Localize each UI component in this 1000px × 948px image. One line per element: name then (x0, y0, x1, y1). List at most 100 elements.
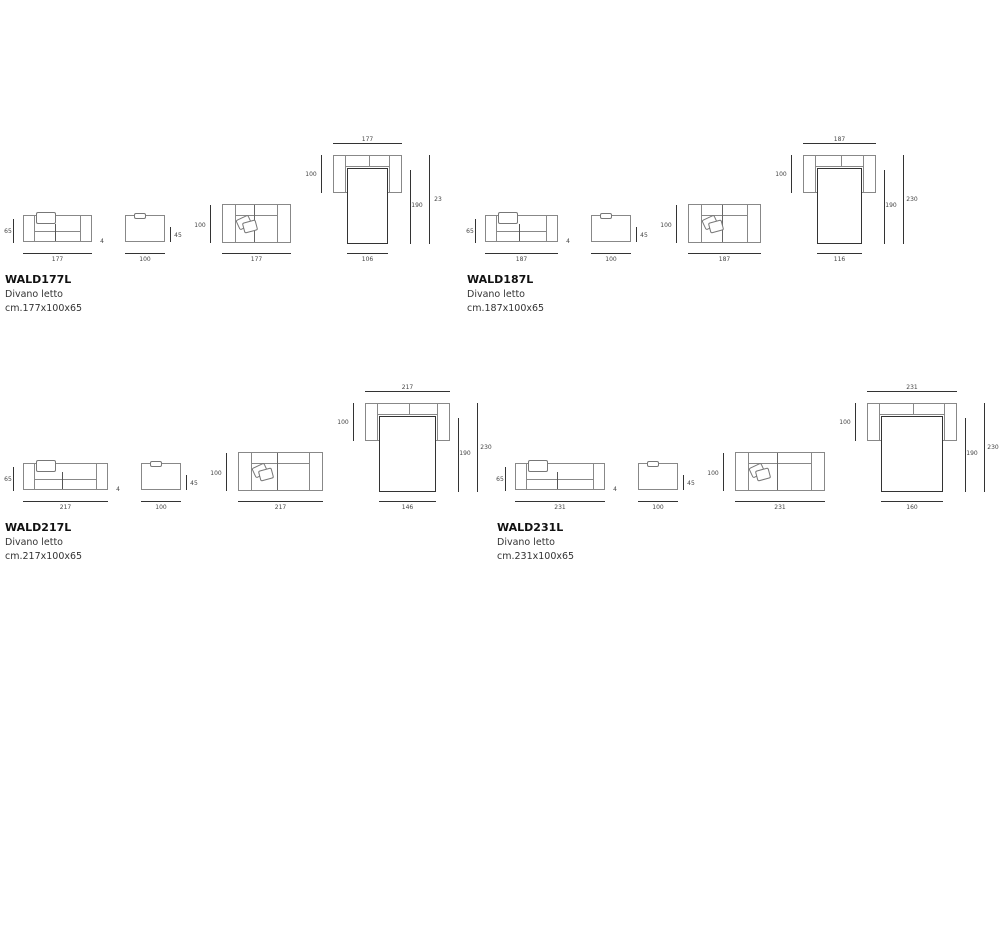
bed-width-label: 231 (906, 384, 918, 391)
seat-line (34, 479, 97, 480)
side-depth-label: 100 (652, 504, 664, 511)
open-length-label: 230 (480, 444, 492, 451)
bed-depth-label: 100 (839, 419, 851, 426)
armrest-left (377, 404, 378, 440)
width-dim-line (222, 253, 291, 254)
armrest-right (309, 453, 310, 490)
product-type: Divano letto (497, 537, 555, 548)
pillow-icon (36, 212, 56, 224)
open-length-label: 230 (987, 444, 999, 451)
width-dim-line (688, 253, 761, 254)
mattress-width-label: 116 (833, 256, 846, 263)
pillow-icon (754, 467, 772, 482)
top-depth-label: 100 (194, 222, 206, 229)
seat-height-label: 45 (174, 232, 182, 239)
pillow-icon (647, 461, 659, 467)
back-line (345, 166, 390, 167)
width-dim-line (735, 501, 825, 502)
bed-length-dim-line (965, 418, 966, 492)
mattress-width-label: 106 (361, 256, 374, 263)
top-depth-label: 100 (210, 470, 222, 477)
open-length-label: 230 (906, 196, 918, 203)
armrest-left (701, 205, 702, 242)
armrest-left (748, 453, 749, 490)
armrest-right (811, 453, 812, 490)
width-dim-line (515, 501, 605, 502)
mattress-dim-line (379, 501, 436, 502)
seat-height-label: 45 (190, 480, 198, 487)
top-width-label: 231 (774, 504, 786, 511)
top-width-label: 177 (250, 256, 263, 263)
side-depth-label: 100 (155, 504, 167, 511)
bed-width-dim-line (365, 391, 450, 392)
top-depth-label: 100 (660, 222, 672, 229)
bed-depth-dim-line (791, 155, 792, 193)
depth-dim-line (226, 453, 227, 491)
seat-line (496, 231, 547, 232)
armrest-left (34, 464, 35, 489)
open-length-dim-line (429, 155, 430, 244)
depth-dim-line (591, 253, 631, 254)
feet-label: 4 (116, 486, 120, 493)
height-dim-line (13, 219, 14, 243)
mattress-drawing (817, 168, 862, 244)
height-label: 65 (4, 476, 12, 483)
top-view-drawing (222, 204, 291, 243)
bed-depth-label: 100 (337, 419, 349, 426)
cushion-divider (62, 472, 63, 489)
mattress-dim-line (347, 253, 388, 254)
bed-length-label: 190 (966, 450, 978, 457)
depth-dim-line (210, 205, 211, 243)
center-divider (841, 156, 842, 166)
side-view-drawing (141, 461, 181, 490)
armrest-right (546, 216, 547, 241)
depth-dim-line (676, 205, 677, 243)
product-code: WALD231L (497, 521, 564, 534)
product-dimensions: cm.217x100x65 (5, 551, 83, 562)
top-view-drawing (238, 452, 323, 491)
bed-depth-label: 100 (305, 171, 317, 178)
seat-dim-line (636, 227, 637, 242)
width-label: 187 (515, 256, 528, 263)
height-label: 65 (4, 228, 12, 235)
product-type: Divano letto (5, 289, 63, 300)
width-label: 231 (554, 504, 566, 511)
pillow-icon (241, 219, 259, 234)
armrest-left (345, 156, 346, 192)
back-line (701, 215, 748, 216)
armrest-left (251, 453, 252, 490)
front-view-drawing (23, 212, 92, 242)
product-code: WALD187L (467, 273, 534, 286)
feet-label: 4 (566, 238, 570, 245)
back-line (251, 463, 310, 464)
armrest-right (944, 404, 945, 440)
feet-label: 4 (100, 238, 104, 245)
armrest-left (526, 464, 527, 489)
product-type: Divano letto (467, 289, 525, 300)
width-dim-line (238, 501, 323, 502)
top-depth-label: 100 (707, 470, 719, 477)
back-line (879, 414, 945, 415)
product-dimensions: cm.187x100x65 (467, 303, 545, 314)
pillow-icon (150, 461, 162, 467)
width-dim-line (23, 253, 92, 254)
height-dim-line (475, 219, 476, 243)
back-line (815, 166, 864, 167)
open-length-dim-line (903, 155, 904, 244)
top-view-drawing (735, 452, 825, 491)
pillow-icon (36, 460, 56, 472)
cushion-divider (55, 224, 56, 241)
open-length-dim-line (984, 403, 985, 492)
side-depth-label: 100 (139, 256, 151, 263)
height-label: 65 (466, 228, 474, 235)
armrest-right (96, 464, 97, 489)
center-divider (369, 156, 370, 166)
depth-dim-line (125, 253, 165, 254)
armrest-left (34, 216, 35, 241)
front-view-drawing (485, 212, 558, 242)
back-line (377, 414, 438, 415)
armrest-left (496, 216, 497, 241)
